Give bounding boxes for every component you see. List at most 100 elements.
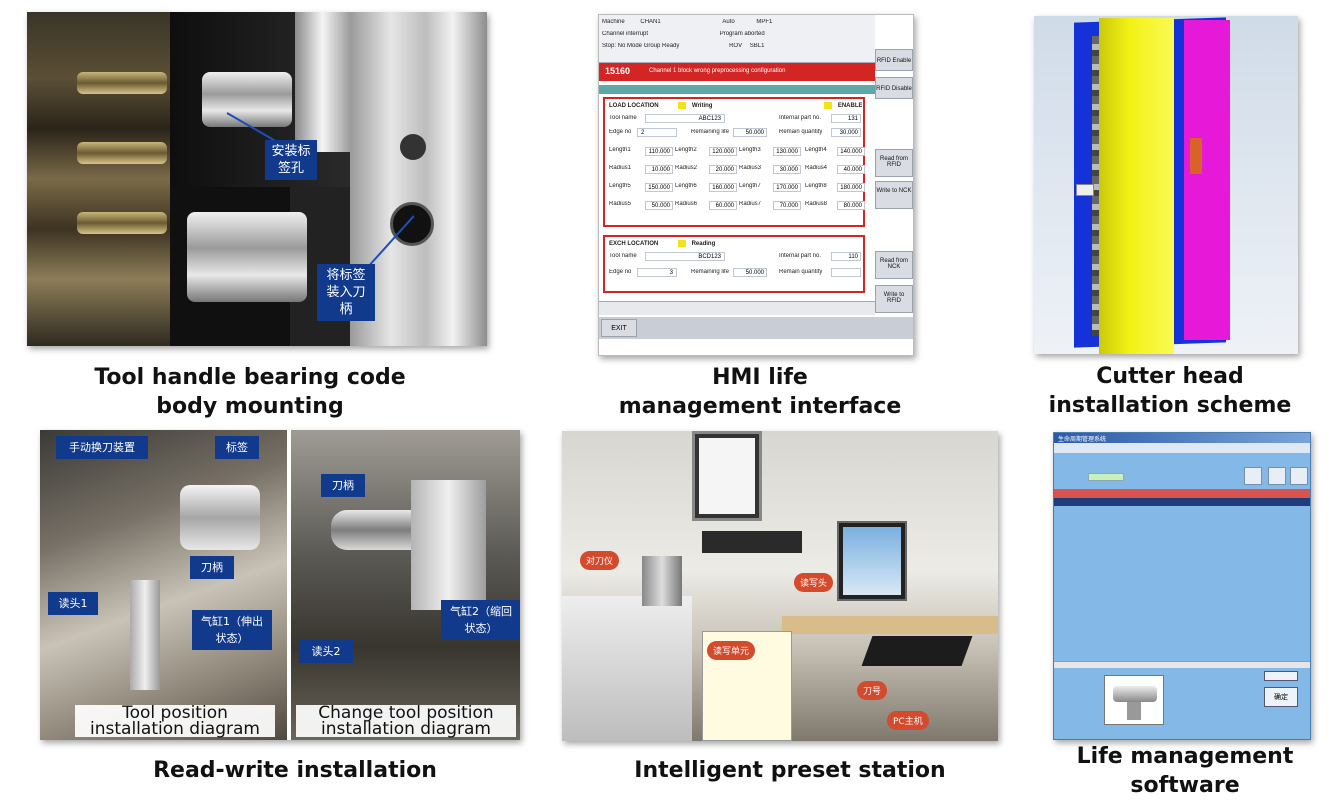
length-value-field[interactable]: 20.000 <box>709 165 737 174</box>
exch-internal-part-field[interactable]: 110 <box>831 252 861 261</box>
length-label: Length5 <box>609 183 631 189</box>
tag-hole <box>400 134 426 160</box>
keyboard-1 <box>702 531 802 553</box>
magenta-plate <box>1184 20 1230 340</box>
exch-remaining-life-field[interactable]: 50.000 <box>733 268 767 277</box>
label-presetter: 对刀仪 <box>580 551 620 570</box>
softkey-write-nck[interactable]: Write to NCK <box>875 181 913 209</box>
length-value-field[interactable]: 170.000 <box>773 183 801 192</box>
preset-station-photo: 对刀仪 读写头 读写单元 刀号 PC主机 <box>562 431 998 741</box>
softkey-rfid-enable[interactable]: RFID Enable <box>875 49 913 71</box>
internal-part-field[interactable]: 131 <box>831 114 861 123</box>
length-label: Radius3 <box>739 165 762 171</box>
table-header <box>1054 489 1310 498</box>
menu-bar[interactable] <box>1054 443 1310 453</box>
diagram2-caption: Change tool position installation diagra… <box>296 705 516 738</box>
caption-tool-handle: Tool handle bearing code body mounting <box>94 365 406 419</box>
table-row-selected[interactable] <box>1054 498 1310 506</box>
alarm-bar[interactable]: 15160 Channel 1 block wrong preprocessin… <box>599 63 875 81</box>
rov-indicator: ROV <box>729 43 743 49</box>
length-label: Length8 <box>805 183 827 189</box>
alarm-code: 15160 <box>605 66 631 76</box>
length-value-field[interactable]: 70.000 <box>773 201 801 210</box>
softkey-rfid-disable[interactable]: RFID Disable <box>875 77 913 99</box>
horizontal-softkey-bar: EXIT <box>599 317 913 339</box>
caption-read-write: Read-write installation <box>153 758 437 783</box>
toolbar-button-2[interactable] <box>1268 467 1286 485</box>
sbl-indicator: SBL1 <box>749 43 765 49</box>
label-cylinder-1: 气缸1（伸出状态） <box>192 610 272 650</box>
length-label: Radius1 <box>609 165 632 171</box>
length-value-field[interactable]: 140.000 <box>837 147 865 156</box>
length-value-field[interactable]: 60.000 <box>709 201 737 210</box>
horizontal-scrollbar[interactable] <box>1054 661 1310 668</box>
search-field[interactable] <box>1088 473 1124 481</box>
bracket-plate <box>411 480 486 610</box>
label-tag: 标签 <box>215 436 259 459</box>
length-value-field[interactable]: 10.000 <box>645 165 673 174</box>
tool-holder <box>642 556 682 606</box>
label-tool-handle-2: 刀柄 <box>321 474 365 497</box>
length-value-field[interactable]: 110.000 <box>645 147 673 156</box>
exch-location-group: EXCH LOCATION Reading Tool name BCD123 I… <box>603 235 865 293</box>
length-label: Length1 <box>609 147 631 153</box>
diagram1-caption: Tool position installation diagram <box>75 705 275 738</box>
toolbar-button-3[interactable] <box>1290 467 1308 485</box>
length-value-field[interactable]: 120.000 <box>709 147 737 156</box>
softkey-read-rfid[interactable]: Read from RFID <box>875 149 913 177</box>
length-label: Radius6 <box>675 201 698 207</box>
exch-edge-no-field[interactable]: 3 <box>637 268 677 277</box>
reading-indicator <box>677 240 686 247</box>
read-write-installation: 手动换刀装置 标签 刀柄 读头1 气缸1（伸出状态） Tool position… <box>40 430 520 740</box>
label-read-write-head: 读写头 <box>794 573 834 592</box>
yellow-frame <box>1099 18 1174 354</box>
exit-softkey[interactable]: EXIT <box>601 319 637 337</box>
hmi-screen: Machine CHAN1 Auto MPF1 Channel interrup… <box>598 14 914 356</box>
confirm-button[interactable]: 确定 <box>1264 687 1298 707</box>
length-value-field[interactable]: 40.000 <box>837 165 865 174</box>
tool-name-field[interactable]: ABC123 <box>645 114 725 123</box>
monitor-2 <box>837 521 907 601</box>
enable-indicator <box>824 102 833 109</box>
label-manual-tool-device: 手动换刀装置 <box>56 436 148 459</box>
remaining-life-field[interactable]: 50.000 <box>733 128 767 137</box>
caption-cutter-head: Cutter head installation scheme <box>1048 364 1292 418</box>
label-install-hole: 安装标签孔 <box>265 140 317 180</box>
cutter-head-model <box>1034 16 1298 354</box>
length-label: Length6 <box>675 183 697 189</box>
exch-remain-qty-field[interactable] <box>831 268 861 277</box>
writing-indicator <box>678 102 687 109</box>
rfid-tag <box>390 202 434 246</box>
reading-label: Reading <box>691 241 716 248</box>
edge-no-field[interactable]: 2 <box>637 128 677 137</box>
orange-bracket <box>1190 138 1202 174</box>
label-read-write-unit: 读写单元 <box>707 641 756 660</box>
machine-label: Machine <box>602 19 625 25</box>
length-label: Length2 <box>675 147 697 153</box>
length-value-field[interactable]: 150.000 <box>645 183 673 192</box>
label-tool-number: 刀号 <box>857 681 888 700</box>
tool-handle-photo: 安装标签孔 将标签装入刀柄 <box>27 12 487 346</box>
machine-value: CHAN1 <box>640 19 661 25</box>
length-value-field[interactable]: 80.000 <box>837 201 865 210</box>
tool-handle-top <box>202 72 292 127</box>
length-value-field[interactable]: 50.000 <box>645 201 673 210</box>
tool-position-photo: 手动换刀装置 标签 刀柄 读头1 气缸1（伸出状态） Tool position… <box>40 430 287 740</box>
length-value-field[interactable]: 130.000 <box>773 147 801 156</box>
writing-label: Writing <box>691 103 713 110</box>
length-value-field[interactable]: 30.000 <box>773 165 801 174</box>
softkey-write-rfid[interactable]: Write to RFID <box>875 285 913 313</box>
toolbar-button-1[interactable] <box>1244 467 1262 485</box>
softkey-read-nck[interactable]: Read from NCK <box>875 251 913 279</box>
label-insert-tag: 将标签装入刀柄 <box>317 264 375 321</box>
load-location-title: LOAD LOCATION <box>609 103 659 110</box>
length-value-field[interactable]: 180.000 <box>837 183 865 192</box>
hmi-scrollbar[interactable] <box>599 301 875 315</box>
length-value-field[interactable]: 160.000 <box>709 183 737 192</box>
label-cylinder-2: 气缸2（缩回状态） <box>441 600 520 640</box>
remain-qty-field[interactable]: 30.000 <box>831 128 861 137</box>
length-label: Radius7 <box>739 201 762 207</box>
exch-tool-name-field[interactable]: BCD123 <box>645 252 725 261</box>
status-interrupt: Channel interrupt <box>602 31 649 37</box>
length-label: Length7 <box>739 183 761 189</box>
